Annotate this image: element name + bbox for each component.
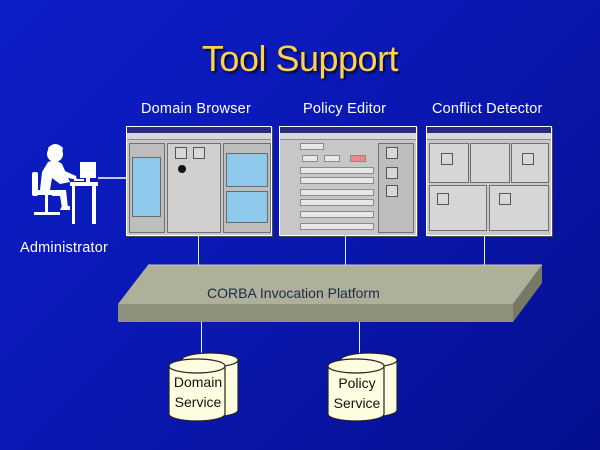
policy-field: [300, 189, 374, 196]
object-node-icon: [178, 165, 186, 173]
policy-service-line1: Policy: [338, 375, 376, 391]
conflict-result-icon: [499, 193, 511, 205]
policy-editor-titlebar: [280, 127, 416, 133]
domain-browser-window: [126, 126, 272, 236]
conflict-detector-window: [426, 126, 552, 236]
policy-field: [302, 155, 318, 162]
administrator-icon: [32, 144, 130, 224]
policy-editor-window: [279, 126, 417, 236]
conflict-result-pane: [429, 185, 487, 231]
administrator-label: Administrator: [20, 240, 109, 256]
connector-line: [484, 235, 485, 272]
policy-field: [300, 177, 374, 184]
conflict-detector-caption: Conflict Detector: [432, 101, 543, 117]
policy-service-label: Policy Service: [324, 373, 390, 413]
slide-title: Tool Support: [201, 38, 399, 79]
policy-tool-icon: [386, 185, 398, 197]
domain-browser-caption: Domain Browser: [141, 101, 251, 117]
conflict-result-icon: [437, 193, 449, 205]
conflict-item-icon: [441, 153, 453, 165]
connector-line: [359, 322, 360, 362]
conflict-detector-titlebar: [427, 127, 551, 133]
connector-line: [201, 322, 202, 362]
policy-editor-caption: Policy Editor: [303, 101, 387, 117]
corba-platform: [118, 264, 542, 322]
domain-service-database: [168, 352, 239, 422]
domain-service-line1: Domain: [173, 374, 223, 390]
policy-field: [324, 155, 340, 162]
policy-service-line2: Service: [333, 395, 381, 411]
domain-browser-titlebar: [127, 127, 271, 133]
domain-detail-top: [226, 153, 268, 187]
domain-service-label: Domain Service: [165, 372, 231, 412]
policy-field: [300, 143, 324, 150]
conflict-result-pane: [489, 185, 549, 231]
domain-browser-menubar: [127, 133, 271, 140]
policy-field: [300, 223, 374, 230]
domain-detail-bottom: [226, 191, 268, 223]
policy-field-highlight: [350, 155, 366, 162]
conflict-pane: [470, 143, 510, 183]
policy-field: [300, 167, 374, 174]
platform-label: CORBA Invocation Platform: [207, 285, 380, 301]
connector-line: [345, 235, 346, 275]
policy-tool-icon: [386, 147, 398, 159]
conflict-item-icon: [522, 153, 534, 165]
domain-service-line2: Service: [174, 394, 222, 410]
policy-service-database: [327, 352, 398, 422]
policy-field: [300, 199, 374, 206]
connector-line: [198, 235, 199, 272]
domain-tree-list: [132, 157, 161, 217]
object-icon: [175, 147, 187, 159]
policy-editor-menubar: [280, 133, 416, 140]
policy-field: [300, 211, 374, 218]
object-icon: [193, 147, 205, 159]
policy-tool-icon: [386, 167, 398, 179]
conflict-detector-menubar: [427, 133, 551, 140]
